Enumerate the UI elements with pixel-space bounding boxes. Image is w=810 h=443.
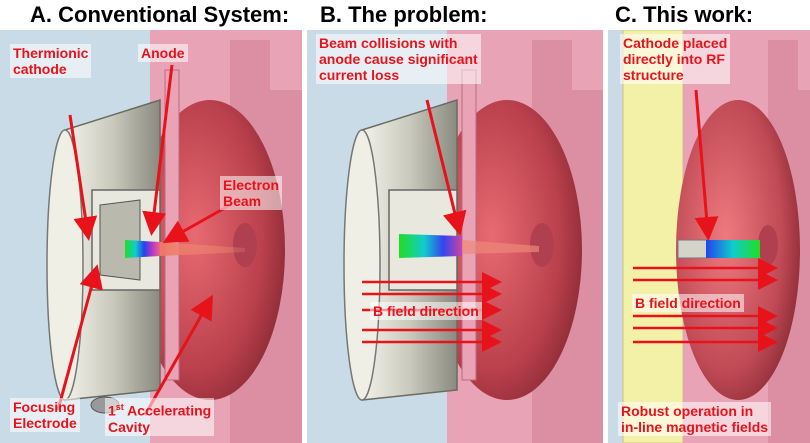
label-electron-beam: Electron Beam: [220, 176, 283, 210]
panel-b-title: B. The problem:: [320, 2, 488, 27]
panel-c-illustration: [608, 30, 810, 443]
panel-b: [307, 30, 603, 443]
cathode-arrow: [694, 89, 719, 241]
panel-c-title: C. This work:: [615, 2, 754, 27]
panel-c: [608, 30, 810, 443]
panel-a-arrows: [56, 64, 231, 416]
label-b-field-b: B field direction: [370, 302, 482, 320]
label-b-field-c: B field direction: [632, 294, 744, 312]
label-beam-collisions: Beam collisions with anode cause signifi…: [316, 34, 481, 84]
collision-arrow: [425, 99, 467, 236]
panel-b-illustration: [307, 30, 603, 443]
cathode: [677, 239, 709, 259]
electron-beam: [125, 240, 160, 258]
yellow-plate: [622, 30, 684, 443]
label-robust-operation: Robust operation in in-line magnetic fie…: [618, 402, 772, 436]
electron-beam: [706, 240, 760, 258]
label-thermionic-cathode: Thermionic cathode: [10, 44, 92, 78]
panel-a: [0, 30, 302, 443]
label-anode: Anode: [138, 44, 188, 62]
label-focusing-electrode: Focusing Electrode: [10, 398, 80, 432]
electron-beam: [399, 234, 462, 258]
panel-a-title: A. Conventional System:: [30, 2, 290, 27]
label-cathode-placed: Cathode placed directly into RF structur…: [620, 34, 731, 84]
panel-a-illustration: [0, 30, 302, 443]
label-accelerating-cavity: 1st Accelerating Cavity: [105, 398, 215, 436]
b-field-arrows: [633, 258, 778, 352]
